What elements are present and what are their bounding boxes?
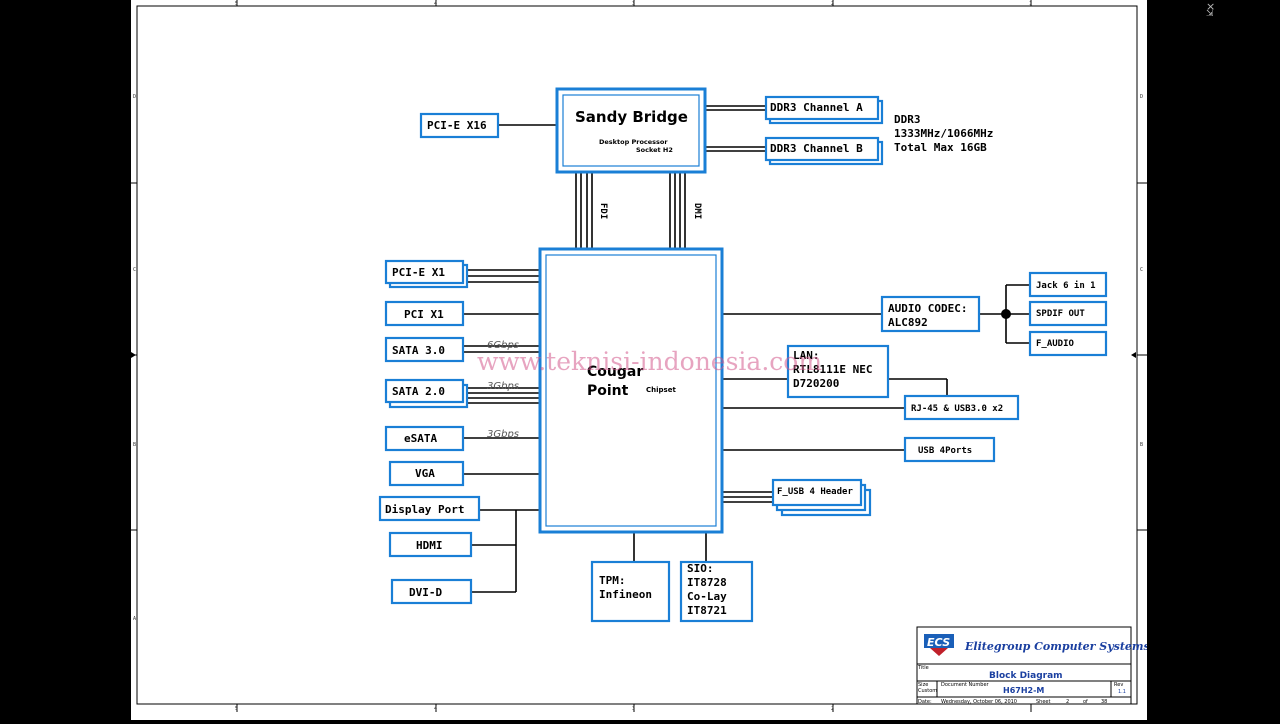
row-label-d-right: D	[1140, 94, 1143, 100]
sata2-label: SATA 2.0	[392, 385, 445, 398]
jack-label: Jack 6 in 1	[1036, 280, 1096, 291]
sata3-speed: 6Gbps	[487, 340, 519, 351]
connection-lines	[463, 105, 1030, 593]
lan-line3: D720200	[793, 377, 839, 390]
docnum-value: H67H2-M	[1003, 686, 1044, 695]
col-label-2-bottom: 2	[831, 706, 834, 712]
audio-codec-line2: ALC892	[888, 316, 928, 329]
window-resize-icon[interactable]: ⇲	[1206, 9, 1214, 19]
memory-note-line2: 1333MHz/1066MHz	[894, 127, 993, 140]
sheet-label: Sheet	[1036, 699, 1050, 705]
f-audio-label: F_AUDIO	[1036, 339, 1075, 349]
pch-name-line1: Cougar	[587, 364, 643, 380]
memory-note-line3: Total Max 16GB	[894, 141, 987, 154]
ddr3-channel-a: DDR3 Channel A	[770, 101, 863, 114]
total-sheets: 38	[1101, 699, 1107, 705]
row-label-b-right: B	[1140, 442, 1143, 448]
date-label: Date:	[918, 699, 932, 705]
col-label-1: 1	[1029, 1, 1032, 7]
schematic-sheet: 5 4 3 2 1 5 4 3 2 D C B A D C B	[131, 0, 1150, 720]
display-port-label: Display Port	[385, 503, 464, 516]
col-label-3-bottom: 3	[632, 706, 635, 712]
usb-4ports-label: USB 4Ports	[918, 446, 972, 456]
col-label-5: 5	[235, 1, 238, 7]
pch-name-line2: Point	[587, 383, 629, 399]
sio-line3: Co-Lay	[687, 590, 727, 603]
company-name: Elitegroup Computer Systems	[964, 640, 1147, 653]
center-marker-left	[131, 352, 136, 358]
date-value: Wednesday, October 06, 2010	[941, 699, 1017, 705]
pch-sub: Chipset	[646, 386, 676, 394]
lan-line1: LAN:	[793, 349, 820, 362]
row-label-b: B	[133, 442, 136, 448]
sata2-speed: 3Gbps	[487, 381, 519, 392]
pci-x1-label: PCI X1	[404, 308, 444, 321]
of-label: of	[1083, 699, 1088, 705]
pcie-x1-label: PCI-E X1	[392, 266, 445, 279]
col-label-5-bottom: 5	[235, 706, 238, 712]
rev-label: Rev	[1114, 682, 1123, 688]
col-label-4: 4	[434, 1, 437, 7]
ddr3-channel-b: DDR3 Channel B	[770, 142, 863, 155]
window-close-icon[interactable]: ×	[1206, 0, 1216, 13]
title-label: Title	[917, 665, 929, 671]
tpm-line2: Infineon	[599, 588, 652, 601]
docnum-label: Document Number	[941, 682, 990, 688]
center-marker-right	[1131, 352, 1136, 358]
pcie-x16-label: PCI-E X16	[427, 119, 487, 132]
dmi-label: DMI	[692, 203, 702, 219]
cpu-desc-line1: Desktop Processor	[599, 138, 668, 146]
sheet-border	[131, 0, 1147, 712]
lan-line2: RTL8111E NEC	[793, 363, 872, 376]
dvid-label: DVI-D	[409, 586, 442, 599]
col-label-3: 3	[632, 1, 635, 7]
esata-speed: 3Gbps	[487, 429, 519, 440]
cpu-desc-line2: Socket H2	[636, 146, 673, 154]
hdmi-label: HDMI	[416, 539, 443, 552]
ecs-logo-text: ECS	[927, 636, 950, 649]
memory-note-line1: DDR3	[894, 113, 921, 126]
size-label: Size	[918, 682, 928, 688]
sio-line1: SIO:	[687, 562, 714, 575]
row-label-c-right: C	[1140, 267, 1143, 273]
sio-line2: IT8728	[687, 576, 727, 589]
audio-junction-dot	[1001, 309, 1011, 319]
watermark: www.teknisi-indonesia.com	[477, 347, 822, 376]
component-boxes	[378, 87, 1108, 623]
esata-label: eSATA	[404, 432, 437, 445]
cpu-name: Sandy Bridge	[575, 108, 688, 126]
row-label-c: C	[133, 267, 136, 273]
rj45-label: RJ-45 & USB3.0 x2	[911, 404, 1003, 414]
size-value: Custom	[918, 688, 937, 694]
ecs-logo: ECS	[924, 634, 954, 656]
tpm-line1: TPM:	[599, 574, 626, 587]
row-label-a: A	[133, 616, 136, 622]
col-label-4-bottom: 4	[434, 706, 437, 712]
sata3-label: SATA 3.0	[392, 344, 445, 357]
title-value: Block Diagram	[989, 671, 1063, 681]
f-usb-header-label: F_USB 4 Header	[777, 487, 853, 497]
block-diagram: 5 4 3 2 1 5 4 3 2 D C B A D C B	[131, 0, 1150, 712]
vga-label: VGA	[415, 467, 435, 480]
sio-line4: IT8721	[687, 604, 727, 617]
fdi-label: FDI	[598, 203, 608, 219]
title-block	[916, 626, 1132, 705]
col-label-2: 2	[831, 1, 834, 7]
row-label-d: D	[133, 94, 136, 100]
sheet-value: 2	[1066, 699, 1069, 705]
spdif-label: SPDIF OUT	[1036, 309, 1085, 319]
rev-value: 1.1	[1118, 689, 1126, 695]
audio-codec-line1: AUDIO CODEC:	[888, 302, 967, 315]
